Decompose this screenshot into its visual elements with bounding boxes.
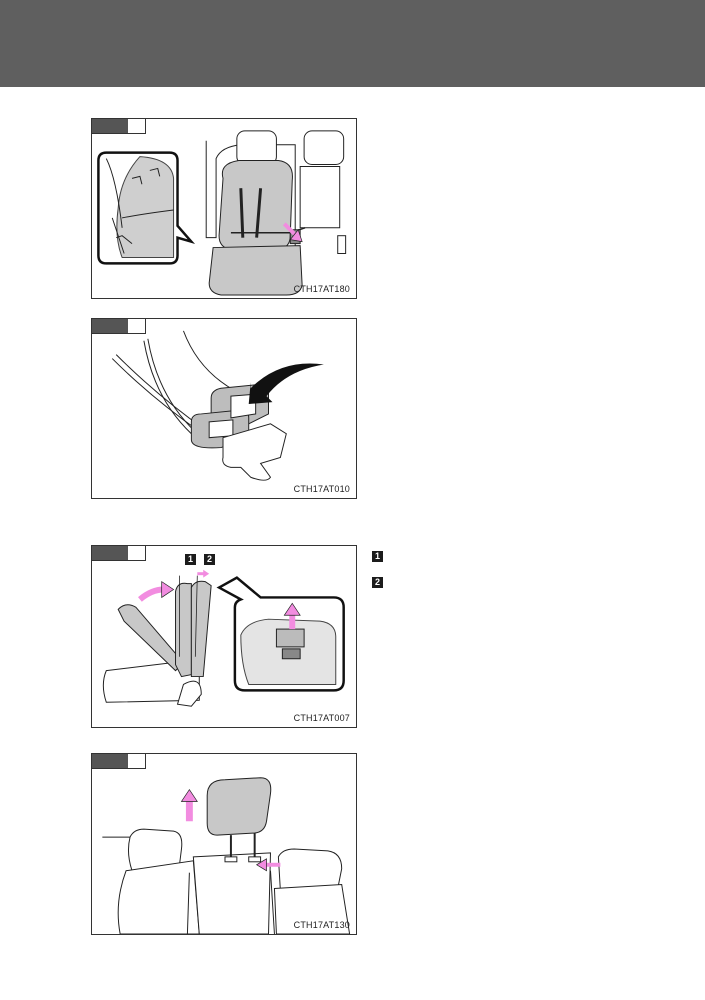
figure-tab: [92, 319, 146, 334]
figure-seatback-fold: 1 2 CTH17AT007: [91, 545, 357, 728]
headrest-illustration: [102, 777, 351, 934]
figure-headrest: CTH17AT130: [91, 753, 357, 935]
figure-code: CTH17AT010: [293, 484, 350, 494]
figure-seat-with-belt: CTH17AT180: [91, 118, 357, 299]
figure-belt-clip: CTH17AT010: [91, 318, 357, 499]
callout-marker-2: 2: [204, 554, 215, 565]
step-marker-2: 2: [372, 577, 383, 588]
figure-tab: [92, 119, 146, 134]
seatback-illustration: [102, 569, 345, 707]
figure-code: CTH17AT130: [293, 920, 350, 930]
figure-code: CTH17AT180: [293, 284, 350, 294]
figure-code: CTH17AT007: [293, 713, 350, 723]
step-marker-1: 1: [372, 551, 383, 562]
callout-marker-1: 1: [185, 554, 196, 565]
header-band: [0, 0, 705, 87]
belt-clip-illustration: [111, 330, 324, 481]
figure-tab: [92, 546, 146, 561]
seat-belt-clip-illustration: [97, 130, 347, 296]
figure-tab: [92, 754, 146, 769]
